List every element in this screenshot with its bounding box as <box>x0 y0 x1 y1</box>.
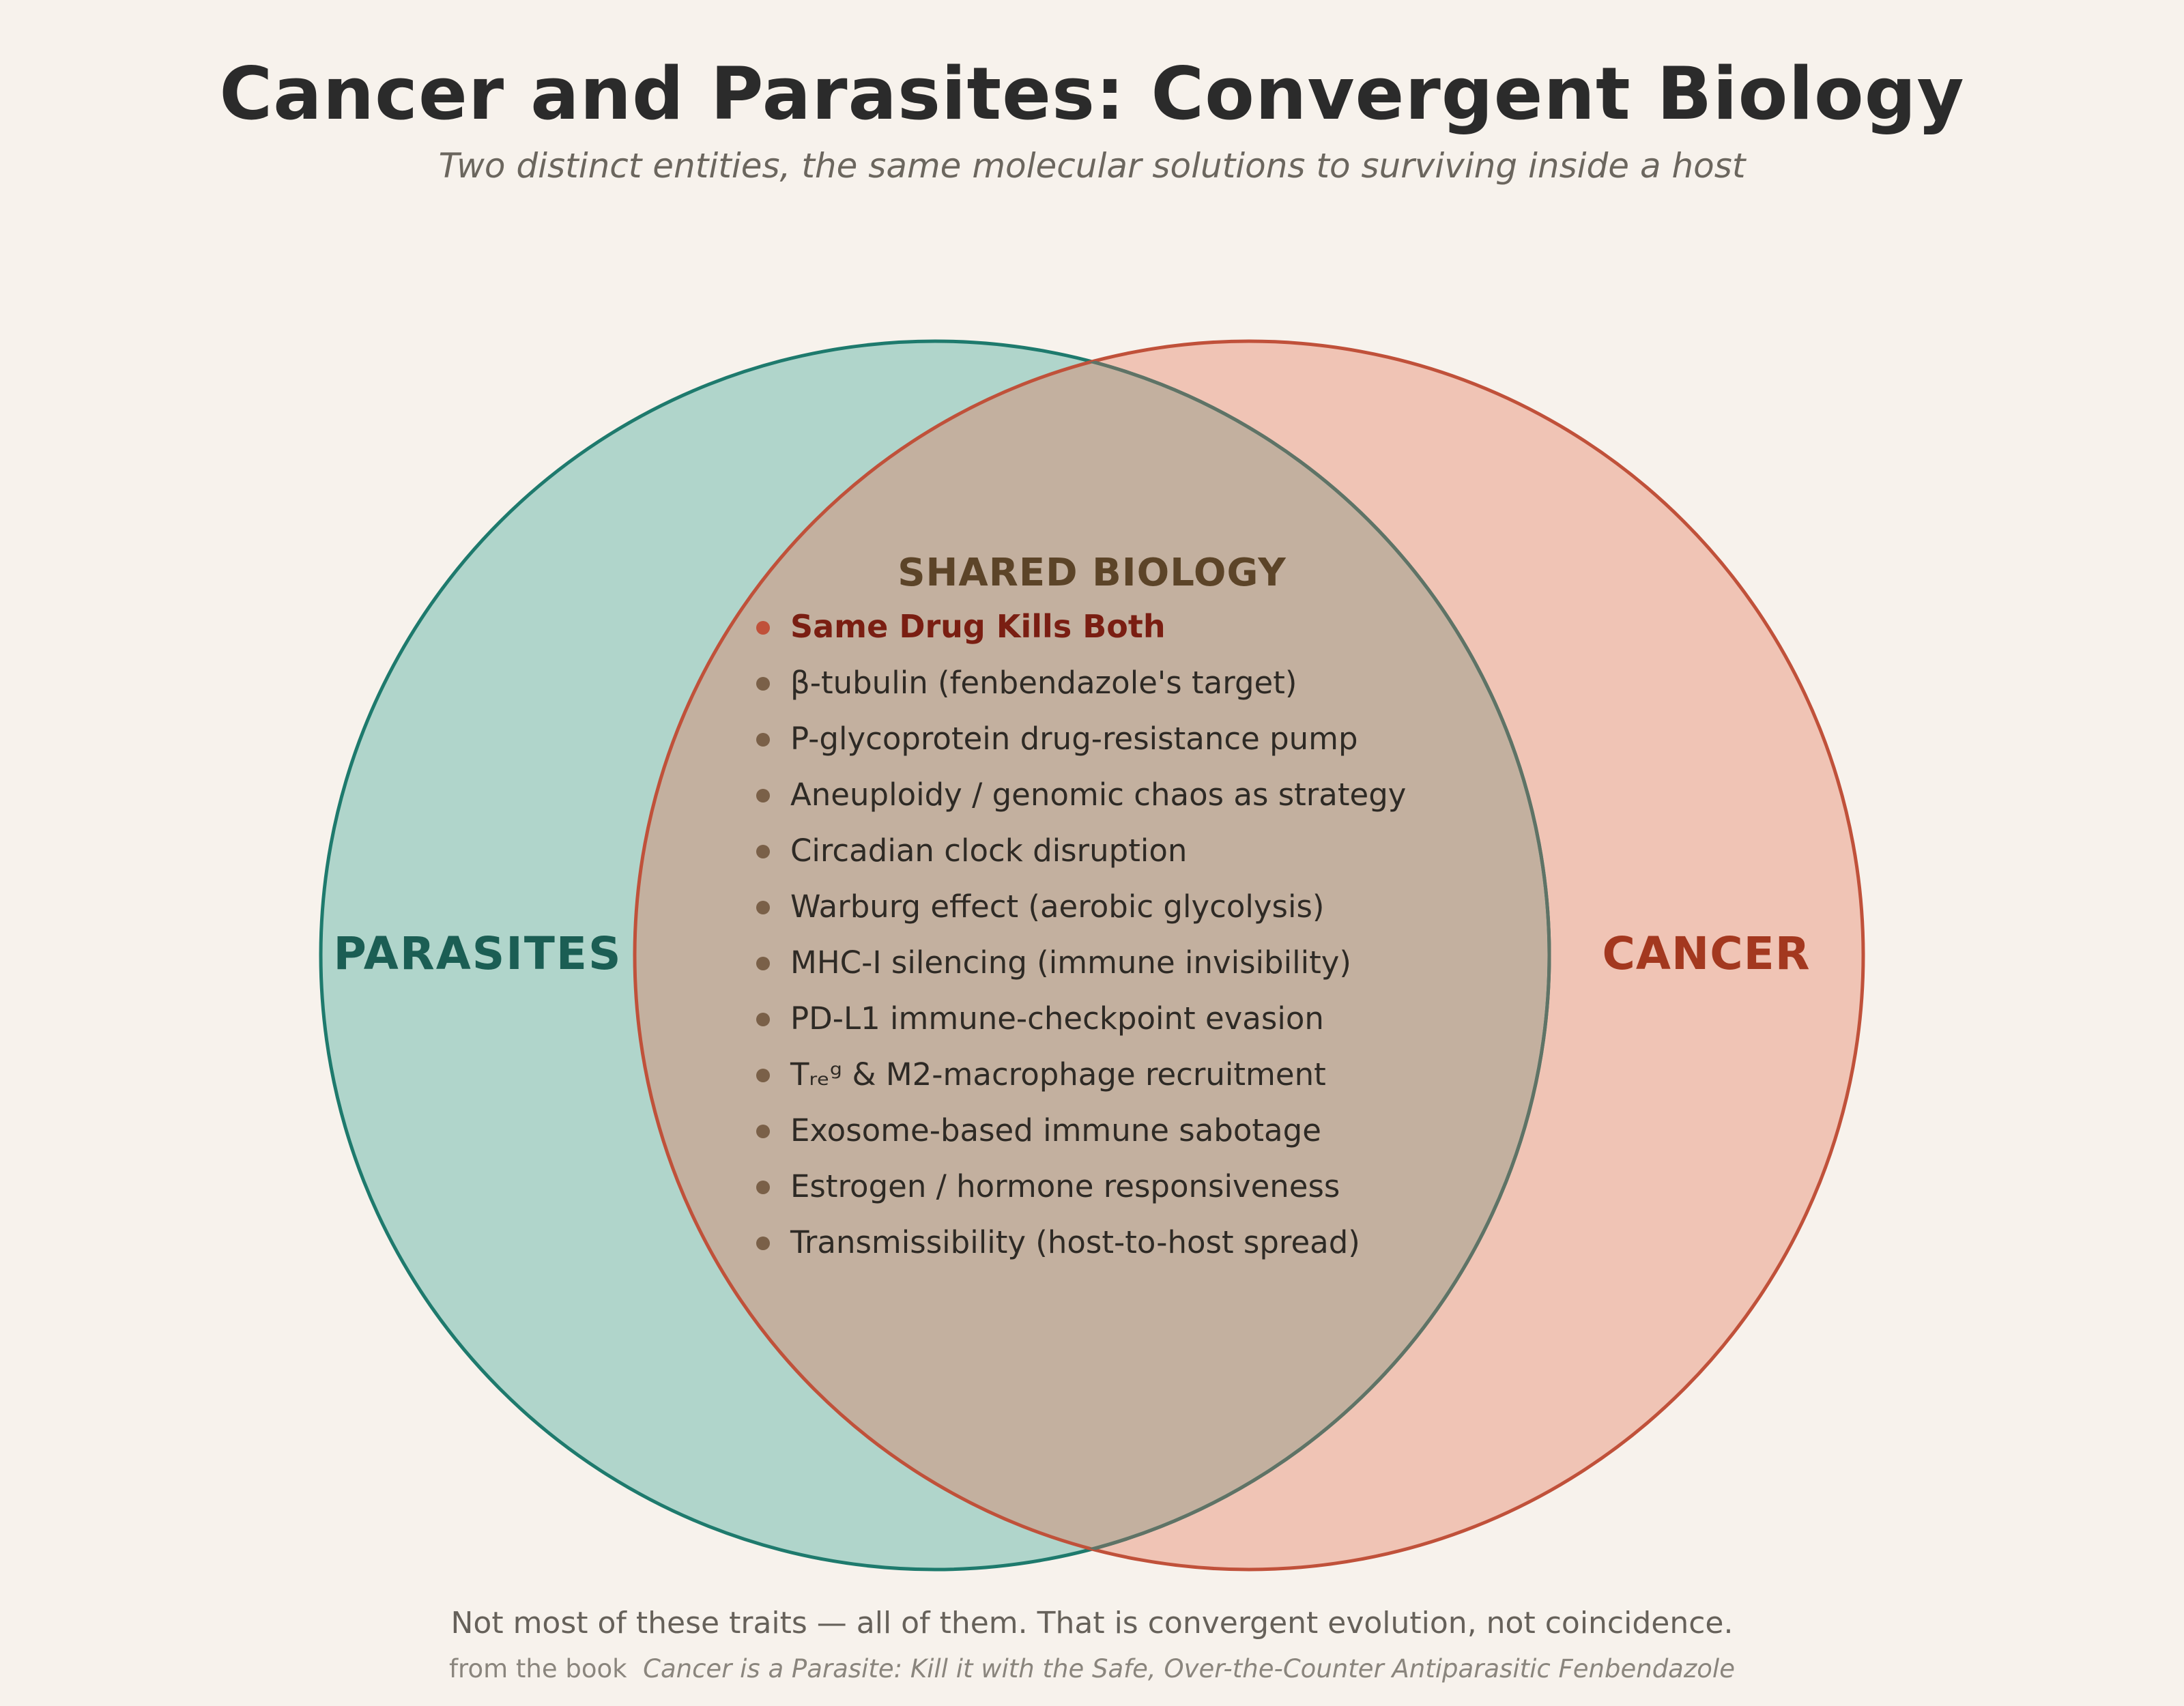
footer-note: Not most of these traits — all of them. … <box>450 1606 1734 1640</box>
cancer-label: CANCER <box>1602 927 1810 980</box>
trait-item: Aneuploidy / genomic chaos as strategy <box>790 777 1406 813</box>
shared-overlap-region <box>635 341 1549 1570</box>
parasites-label: PARASITES <box>333 927 622 980</box>
trait-item: Transmissibility (host-to-host spread) <box>790 1224 1360 1260</box>
trait-bullet <box>756 1125 770 1138</box>
trait-highlight: Same Drug Kills Both <box>790 608 1166 645</box>
trait-item: PD-L1 immune-checkpoint evasion <box>790 1000 1324 1037</box>
cancer-circle-outline <box>633 339 1865 1572</box>
page-subtitle: Two distinct entities, the same molecula… <box>438 146 1746 186</box>
trait-item: Warburg effect (aerobic glycolysis) <box>790 888 1324 925</box>
credit-prefix: from the book <box>449 1654 627 1683</box>
trait-bullet <box>756 621 770 635</box>
book-credit: from the book Cancer is a Parasite: Kill… <box>0 1654 2184 1683</box>
trait-item: MHC-I silencing (immune invisibility) <box>790 944 1351 981</box>
parasites-circle-inner-outline <box>635 341 1551 1570</box>
trait-bullet <box>756 845 770 858</box>
trait-bullet <box>756 1069 770 1082</box>
trait-bullet <box>756 677 770 691</box>
trait-bullet <box>756 789 770 803</box>
trait-bullet <box>756 957 770 970</box>
trait-item: Exosome-based immune sabotage <box>790 1112 1321 1148</box>
trait-item: Tᵣₑᵍ & M2-macrophage recruitment <box>790 1056 1326 1093</box>
trait-item: Estrogen / hormone responsiveness <box>790 1168 1340 1204</box>
trait-bullet <box>756 901 770 914</box>
trait-item: β-tubulin (fenbendazole's target) <box>790 665 1297 701</box>
trait-item: Circadian clock disruption <box>790 833 1187 869</box>
credit-book-title: Cancer is a Parasite: Kill it with the S… <box>643 1654 1735 1683</box>
trait-bullet <box>756 1237 770 1250</box>
trait-bullet <box>756 1013 770 1026</box>
trait-bullet <box>756 1181 770 1194</box>
page-title: Cancer and Parasites: Convergent Biology <box>219 52 1965 136</box>
shared-traits-list: Same Drug Kills Both β-tubulin (fenbendaz… <box>756 608 1406 1260</box>
trait-item: P-glycoprotein drug-resistance pump <box>790 721 1358 757</box>
trait-bullet <box>756 733 770 747</box>
shared-biology-heading: SHARED BIOLOGY <box>897 551 1287 595</box>
